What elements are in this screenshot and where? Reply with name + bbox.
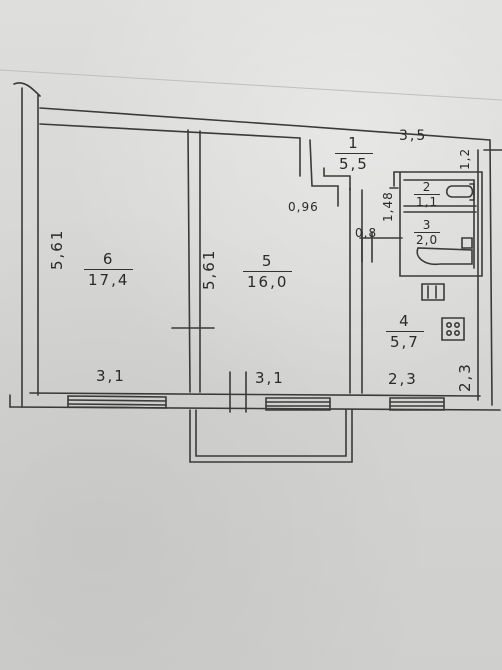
room-5-label: 5 16,0 — [243, 252, 293, 291]
toilet-tank — [469, 183, 475, 201]
room-1-number: 1 — [335, 134, 373, 154]
bath-block-inner — [403, 179, 475, 269]
bath-block-outer — [393, 171, 483, 277]
window-room5 — [265, 397, 331, 411]
room-3-number: 3 — [414, 218, 441, 233]
room-5-area: 16,0 — [247, 273, 289, 291]
bath-door-mark-2 — [359, 231, 403, 263]
room6-width-label: 3,1 — [96, 367, 126, 385]
room-5-number: 5 — [243, 252, 293, 272]
room-4-number: 4 — [386, 312, 424, 332]
room-1-area: 5,5 — [339, 155, 369, 173]
vent-lines — [427, 285, 437, 299]
window-room6 — [67, 395, 167, 409]
room-4-label: 4 5,7 — [386, 312, 424, 351]
vent-block — [421, 283, 445, 301]
room-2-number: 2 — [414, 180, 441, 195]
outer-wall-top-right — [299, 125, 491, 141]
outer-wall-top — [39, 107, 301, 127]
room-4-area: 5,7 — [390, 333, 420, 351]
room-6-area: 17,4 — [88, 271, 130, 289]
room-3-label: 3 2,0 — [414, 218, 441, 247]
room4-width-label: 2,3 — [388, 370, 418, 388]
room4-depth-label: 2,3 — [456, 362, 474, 392]
balcony-door — [229, 371, 247, 413]
corridor-wall — [309, 139, 339, 207]
bath-door-mark — [389, 171, 399, 189]
paper-fold-line — [0, 69, 502, 101]
bath-length-label: 1,48 — [381, 191, 395, 222]
outer-wall-bottom-inner — [29, 392, 481, 397]
room-6-number: 6 — [84, 250, 134, 270]
toilet-shape — [445, 185, 474, 198]
sink-box — [461, 237, 473, 249]
room-2-label: 2 1,1 — [414, 180, 441, 209]
stove-box — [441, 317, 465, 341]
partition-6-5 — [187, 129, 191, 393]
room5-width-label: 3,1 — [255, 369, 285, 387]
hall-side-label: 1,2 — [458, 147, 472, 170]
room-1-label: 1 5,5 — [335, 134, 373, 173]
balcony-outline — [189, 409, 353, 463]
balcony-inner — [195, 409, 347, 457]
outer-wall-right — [489, 139, 493, 406]
room-6-label: 6 17,4 — [84, 250, 134, 289]
corridor-width-label: 0,96 — [288, 200, 319, 214]
room6-height-label: 5,61 — [48, 228, 66, 270]
corridor-wall-b — [323, 167, 351, 191]
hall-width-label: 3,5 — [399, 128, 428, 144]
bath-door-label: 0,8 — [355, 226, 378, 240]
wall-corner-curl — [13, 82, 41, 97]
room-3-area: 2,0 — [416, 233, 439, 247]
room-2-area: 1,1 — [416, 195, 439, 209]
bathtub-shape — [416, 247, 473, 266]
window-kitchen — [389, 397, 445, 411]
outer-wall-top-inner — [39, 123, 301, 139]
room5-height-label: 5,61 — [200, 248, 218, 290]
